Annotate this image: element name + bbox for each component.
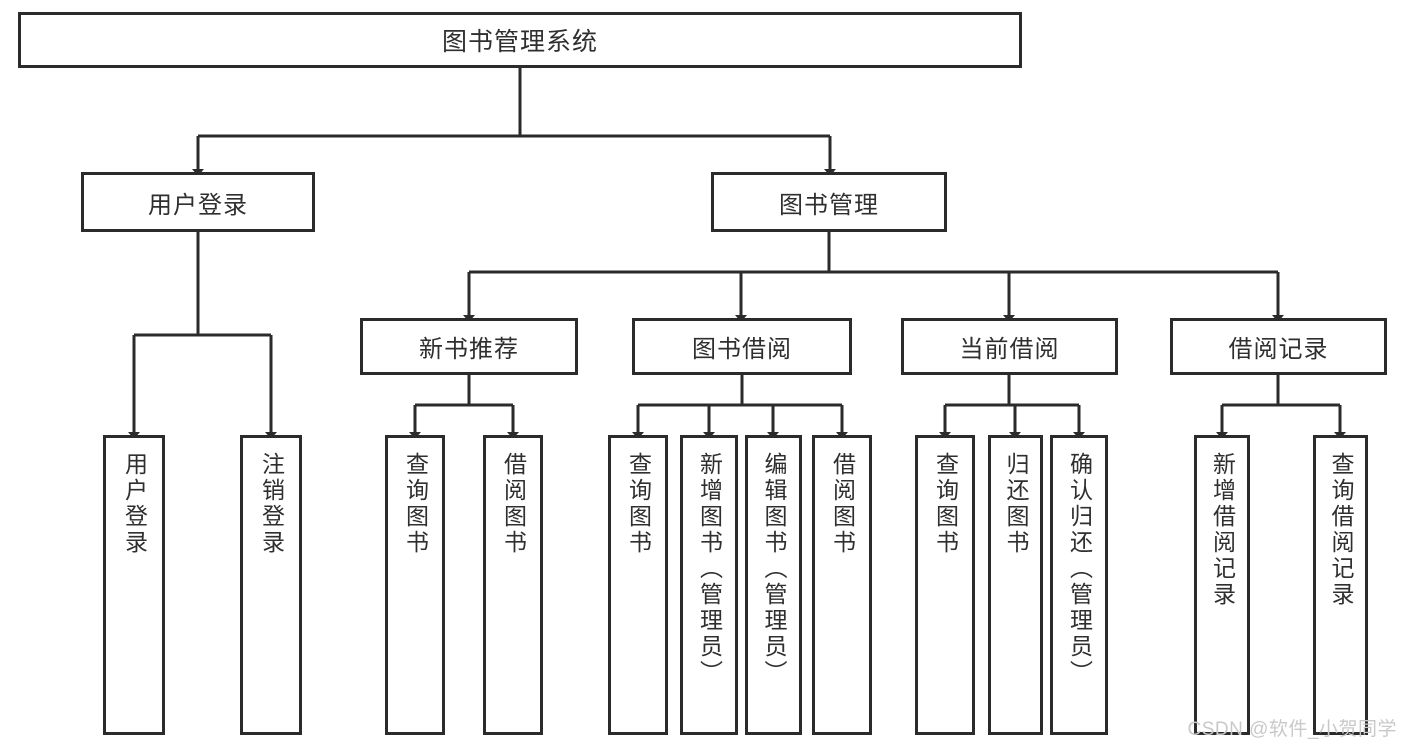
leaf-node-6[interactable]: 编辑图书（管理员） <box>745 435 802 735</box>
node-label: 图书管理 <box>779 191 879 219</box>
level2-node-0[interactable]: 用户登录 <box>81 172 315 232</box>
leaf-node-2[interactable]: 查询图书 <box>385 435 445 735</box>
node-label: 归还图书 <box>1003 452 1029 556</box>
node-label: 用户登录 <box>148 191 248 219</box>
node-label: 查询借阅记录 <box>1328 452 1354 608</box>
connector-path <box>132 232 273 423</box>
connector-path <box>467 232 1280 306</box>
connector-path <box>413 375 515 423</box>
root-node-0[interactable]: 图书管理系统 <box>18 12 1022 68</box>
leaf-node-11[interactable]: 新增借阅记录 <box>1194 435 1250 735</box>
node-label: 查询图书 <box>932 452 959 556</box>
connector-path <box>1220 375 1342 423</box>
leaf-node-7[interactable]: 借阅图书 <box>812 435 872 735</box>
leaf-node-9[interactable]: 归还图书 <box>988 435 1043 735</box>
leaf-node-5[interactable]: 新增图书（管理员） <box>680 435 738 735</box>
watermark: CSDN @软件_小贺同学 <box>1187 719 1397 740</box>
node-label: 用户登录 <box>121 452 148 556</box>
node-label: 借阅记录 <box>1228 336 1329 363</box>
leaf-node-4[interactable]: 查询图书 <box>608 435 668 735</box>
node-label: 图书借阅 <box>692 336 792 363</box>
leaf-node-12[interactable]: 查询借阅记录 <box>1313 435 1368 735</box>
node-label: 查询图书 <box>402 452 429 556</box>
node-label: 借阅图书 <box>500 452 527 556</box>
node-label: 查询图书 <box>625 452 652 556</box>
level3-node-2[interactable]: 当前借阅 <box>901 318 1118 375</box>
level2-node-1[interactable]: 图书管理 <box>711 172 947 232</box>
node-label: 新增图书（管理员） <box>696 452 723 686</box>
level3-node-1[interactable]: 图书借阅 <box>632 318 852 375</box>
node-label: 编辑图书（管理员） <box>761 452 787 686</box>
leaf-node-3[interactable]: 借阅图书 <box>483 435 543 735</box>
leaf-node-1[interactable]: 注销登录 <box>240 435 302 735</box>
connector-path <box>636 375 844 423</box>
node-label: 借阅图书 <box>829 452 856 556</box>
node-label: 图书管理系统 <box>441 28 598 56</box>
node-label: 当前借阅 <box>959 336 1060 363</box>
node-label: 新书推荐 <box>419 336 519 363</box>
node-label: 确认归还（管理员） <box>1066 452 1093 686</box>
node-label: 新增借阅记录 <box>1209 452 1236 608</box>
level3-node-0[interactable]: 新书推荐 <box>360 318 578 375</box>
node-label: 注销登录 <box>258 452 285 556</box>
leaf-node-0[interactable]: 用户登录 <box>103 435 165 735</box>
level3-node-3[interactable]: 借阅记录 <box>1170 318 1387 375</box>
connector-path <box>943 375 1081 423</box>
leaf-node-10[interactable]: 确认归还（管理员） <box>1050 435 1108 735</box>
connector-path <box>196 68 832 160</box>
leaf-node-8[interactable]: 查询图书 <box>915 435 975 735</box>
